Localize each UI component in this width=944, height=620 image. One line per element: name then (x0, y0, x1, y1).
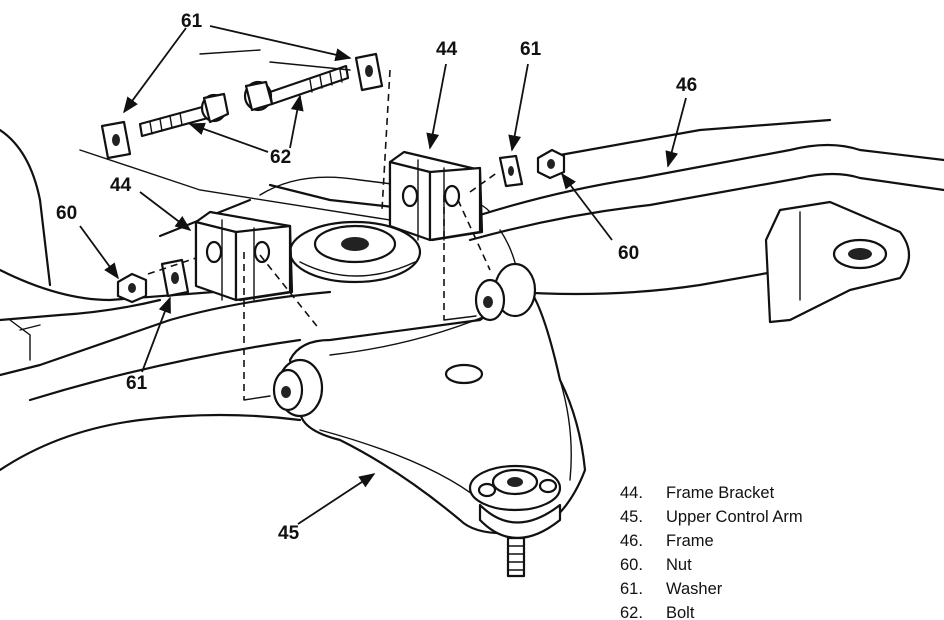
callout-46-frame: 46 (676, 75, 698, 96)
legend-number: 44. (620, 484, 643, 502)
upper-control-arm (272, 262, 587, 578)
legend-item: 62. Bolt (620, 601, 803, 620)
leader-lines (79, 25, 687, 525)
callout-60-left: 60 (56, 203, 78, 224)
legend-number: 61. (620, 580, 643, 598)
nut-left (116, 272, 148, 304)
callout-44-right: 44 (436, 39, 458, 60)
legend-label: Washer (666, 580, 723, 598)
legend-number: 60. (620, 556, 643, 574)
bolt-rear (243, 64, 350, 112)
legend-number: 46. (620, 532, 643, 550)
washer-top-right (354, 52, 384, 92)
nut-right (536, 148, 566, 180)
frame-part (0, 118, 944, 472)
callout-62-bolt: 62 (270, 147, 292, 168)
legend-number: 45. (620, 508, 643, 526)
callout-61-top: 61 (181, 11, 203, 32)
legend-label: Frame Bracket (666, 484, 775, 502)
legend-item: 45. Upper Control Arm (620, 505, 803, 529)
washer-top-left (100, 120, 132, 160)
legend-label: Nut (666, 556, 692, 574)
callout-61-left: 61 (126, 373, 148, 394)
legend-label: Upper Control Arm (666, 508, 803, 526)
spring-seat (288, 220, 422, 284)
frame-bracket-right (388, 150, 484, 242)
legend-item: 46. Frame (620, 529, 803, 553)
bolt-front (138, 92, 230, 138)
callout-60-right: 60 (618, 243, 640, 264)
legend-item: 60. Nut (620, 553, 803, 577)
callout-61-right: 61 (520, 39, 542, 60)
callout-44-left: 44 (110, 175, 132, 196)
assembly-lines (79, 49, 499, 401)
legend-label: Bolt (666, 604, 695, 620)
washer-left (160, 258, 190, 298)
legend-label: Frame (666, 532, 714, 550)
callout-45-control-arm: 45 (278, 523, 300, 544)
legend-item: 44. Frame Bracket (620, 481, 803, 505)
legend-number: 62. (620, 604, 643, 620)
washer-right (498, 154, 524, 188)
legend-item: 61. Washer (620, 577, 803, 601)
parts-legend: 44. Frame Bracket 45. Upper Control Arm 46… (620, 481, 803, 620)
